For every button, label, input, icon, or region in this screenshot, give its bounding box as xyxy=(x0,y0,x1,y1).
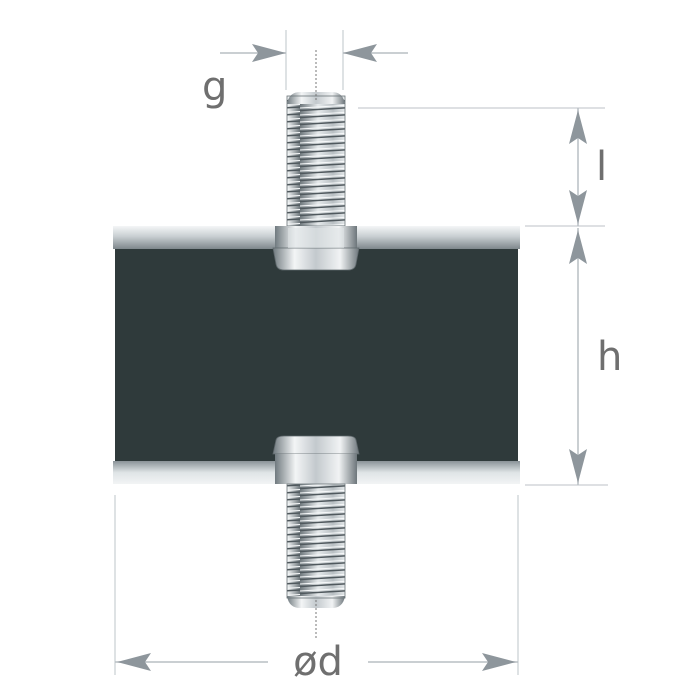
dimension-d xyxy=(114,495,519,675)
label-h: h xyxy=(597,334,622,380)
dimension-g xyxy=(220,30,408,90)
label-l: l xyxy=(596,144,607,190)
label-d: ød xyxy=(293,639,343,685)
top-bolt-head xyxy=(272,226,360,271)
top-threaded-stud xyxy=(286,92,346,227)
bottom-threaded-stud xyxy=(286,483,346,608)
dimension-l xyxy=(358,107,605,227)
label-g: g xyxy=(202,64,227,110)
dimension-h xyxy=(525,228,608,486)
rubber-body xyxy=(115,246,518,462)
bottom-bolt-head xyxy=(272,435,360,484)
